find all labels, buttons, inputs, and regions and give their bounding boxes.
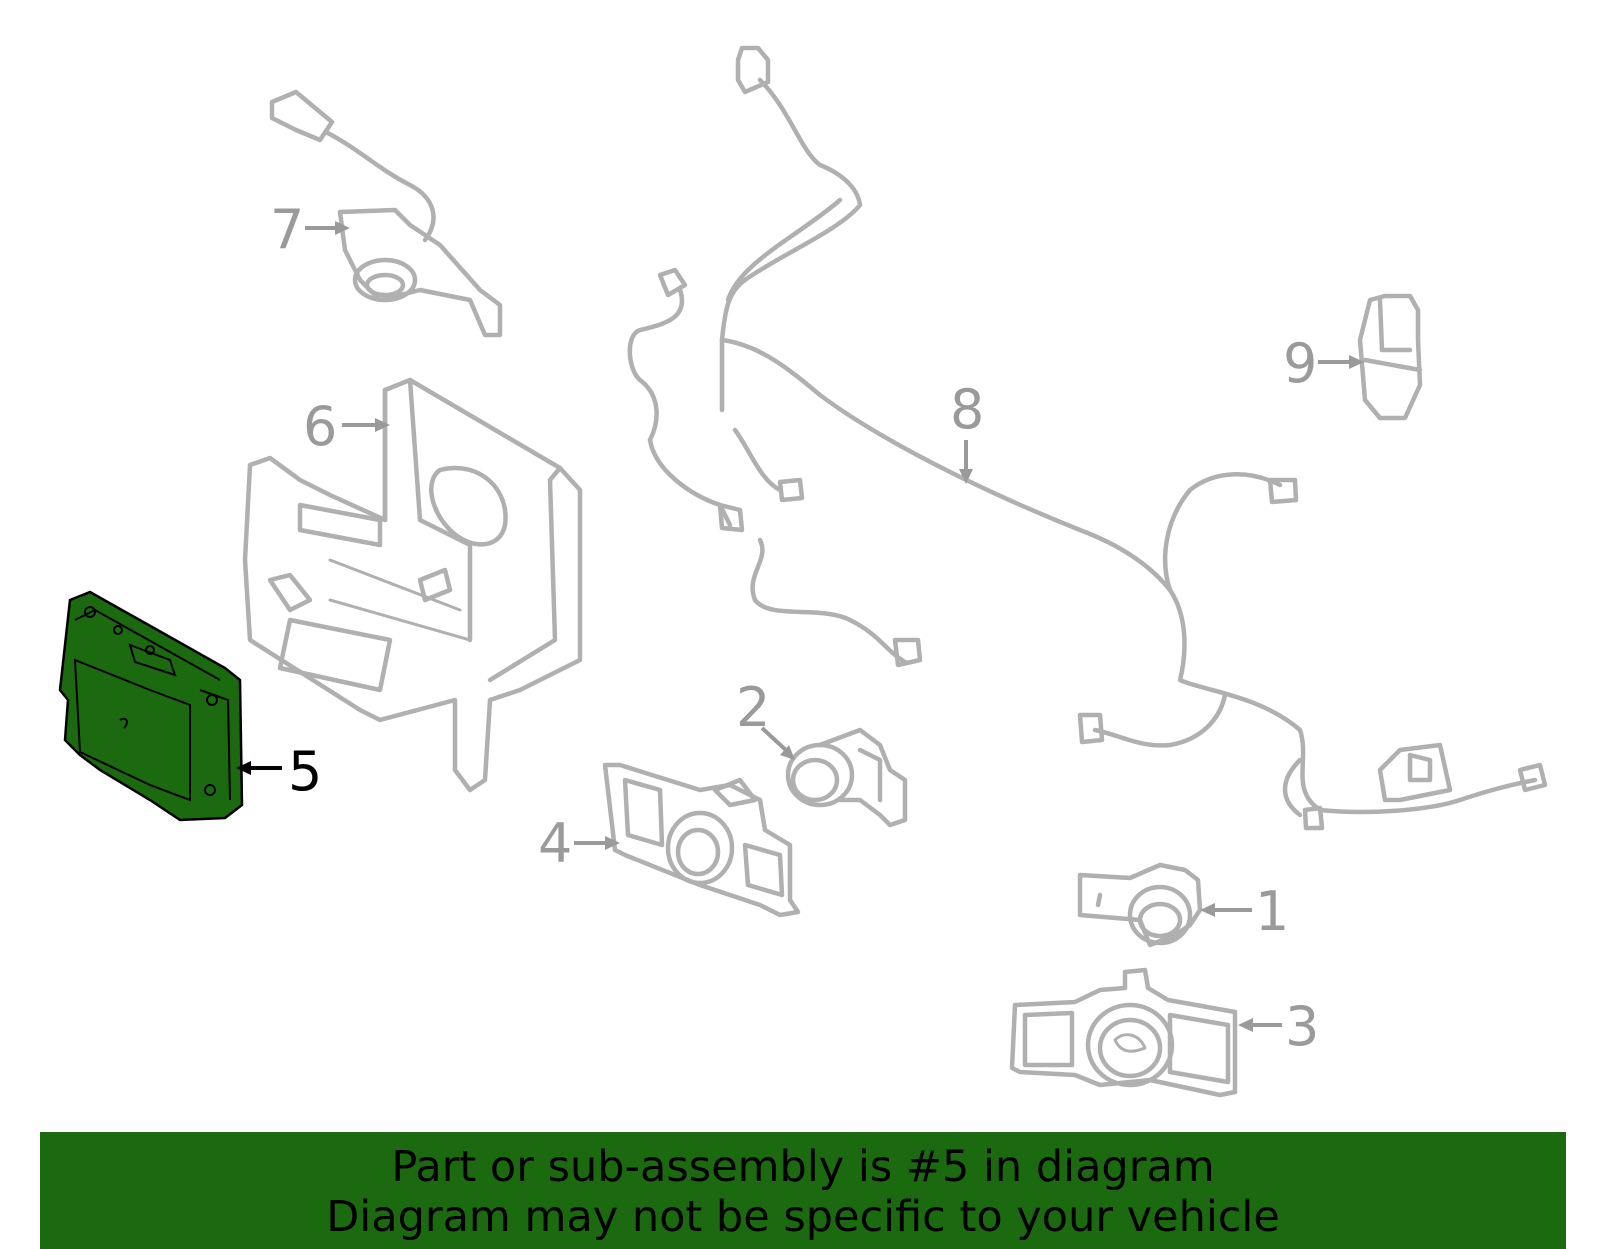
part-2-parking-sensor[interactable]	[785, 727, 908, 828]
part-7-camera-bracket[interactable]	[269, 89, 503, 338]
part-4-sensor-bracket[interactable]	[602, 762, 801, 918]
callout-8: 8	[950, 378, 984, 484]
part-1-sensor-holder[interactable]	[1077, 862, 1203, 948]
callout-label-9: 9	[1283, 332, 1317, 395]
callout-4: 4	[538, 812, 620, 875]
callout-label-5: 5	[288, 740, 322, 803]
part-5-control-module[interactable]	[58, 590, 244, 822]
callout-9: 9	[1283, 332, 1364, 395]
callout-2: 2	[736, 676, 795, 760]
callout-3: 3	[1238, 995, 1319, 1058]
part-3-sensor-bracket[interactable]	[1009, 967, 1238, 1098]
callout-label-6: 6	[303, 395, 337, 458]
callout-7: 7	[270, 198, 350, 261]
info-banner: Part or sub-assembly is #5 in diagram Di…	[40, 1132, 1566, 1249]
callout-6: 6	[303, 395, 390, 458]
part-6-mounting-bracket[interactable]	[242, 377, 583, 793]
callout-label-7: 7	[270, 198, 304, 261]
part-9-sensor[interactable]	[1357, 293, 1423, 421]
banner-line-part-number: Part or sub-assembly is #5 in diagram	[391, 1142, 1215, 1192]
callout-label-4: 4	[538, 812, 572, 875]
callout-5: 5	[236, 740, 322, 803]
banner-line-disclaimer: Diagram may not be specific to your vehi…	[326, 1192, 1280, 1242]
callout-label-2: 2	[736, 676, 770, 739]
callout-label-8: 8	[950, 378, 984, 441]
callout-label-1: 1	[1255, 880, 1289, 943]
callout-1: 1	[1200, 880, 1289, 943]
callout-label-3: 3	[1285, 995, 1319, 1058]
part-8-wiring-harness[interactable]	[627, 45, 1548, 831]
